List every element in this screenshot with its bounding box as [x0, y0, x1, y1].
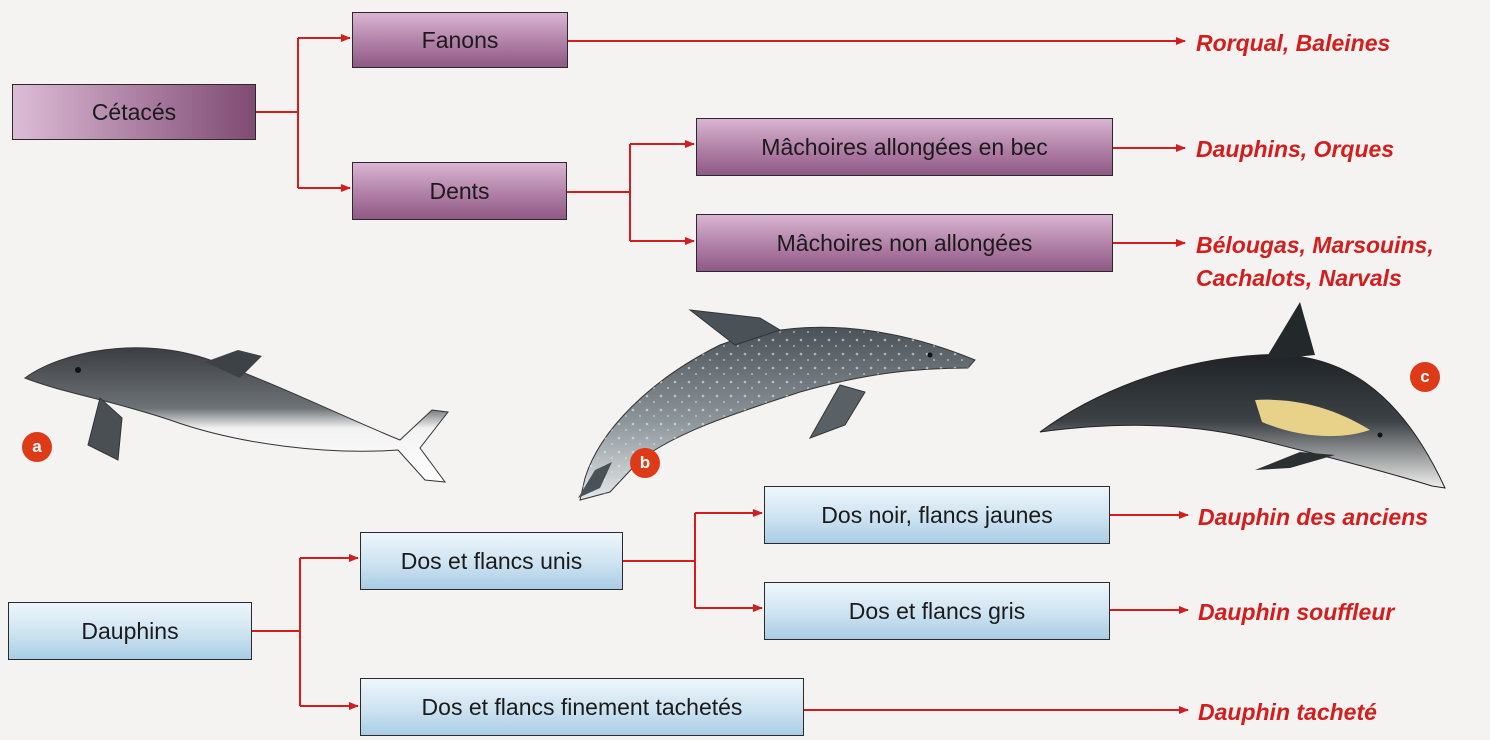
result-belougas-line2: Cachalots, Narvals [1196, 263, 1402, 293]
result-dauphin-tachete: Dauphin tacheté [1198, 697, 1377, 727]
fanons-label: Fanons [422, 27, 499, 54]
dauphins-label: Dauphins [81, 618, 178, 645]
unis-label: Dos et flancs unis [401, 548, 583, 575]
tachetes-box: Dos et flancs finement tachetés [360, 678, 804, 736]
result-dauphin-anciens: Dauphin des anciens [1198, 502, 1428, 532]
noir-jaunes-box: Dos noir, flancs jaunes [764, 486, 1110, 544]
badge-a: a [22, 432, 52, 462]
fanons-box: Fanons [352, 12, 568, 68]
tachetes-label: Dos et flancs finement tachetés [422, 694, 743, 721]
result-dauphin-souffleur: Dauphin souffleur [1198, 597, 1394, 627]
cetaces-label: Cétacés [92, 99, 176, 126]
dents-label: Dents [429, 178, 489, 205]
result-belougas-line1: Bélougas, Marsouins, [1196, 230, 1434, 260]
result-dauphins-orques: Dauphins, Orques [1196, 134, 1394, 164]
cetaces-box: Cétacés [12, 84, 256, 140]
dauphins-box: Dauphins [8, 602, 252, 660]
result-rorqual-baleines: Rorqual, Baleines [1196, 28, 1390, 58]
dolphin-a-illustration [25, 348, 448, 482]
badge-b: b [630, 448, 660, 478]
machoires-non-label: Mâchoires non allongées [777, 230, 1033, 257]
machoires-non-box: Mâchoires non allongées [696, 214, 1113, 272]
noir-jaunes-label: Dos noir, flancs jaunes [821, 502, 1052, 529]
dents-box: Dents [352, 162, 567, 220]
unis-box: Dos et flancs unis [360, 532, 623, 590]
gris-label: Dos et flancs gris [849, 598, 1025, 625]
badge-c: c [1410, 362, 1440, 392]
gris-box: Dos et flancs gris [764, 582, 1110, 640]
machoires-bec-label: Mâchoires allongées en bec [761, 134, 1047, 161]
dolphin-c-illustration [1040, 302, 1445, 488]
machoires-bec-box: Mâchoires allongées en bec [696, 118, 1113, 176]
